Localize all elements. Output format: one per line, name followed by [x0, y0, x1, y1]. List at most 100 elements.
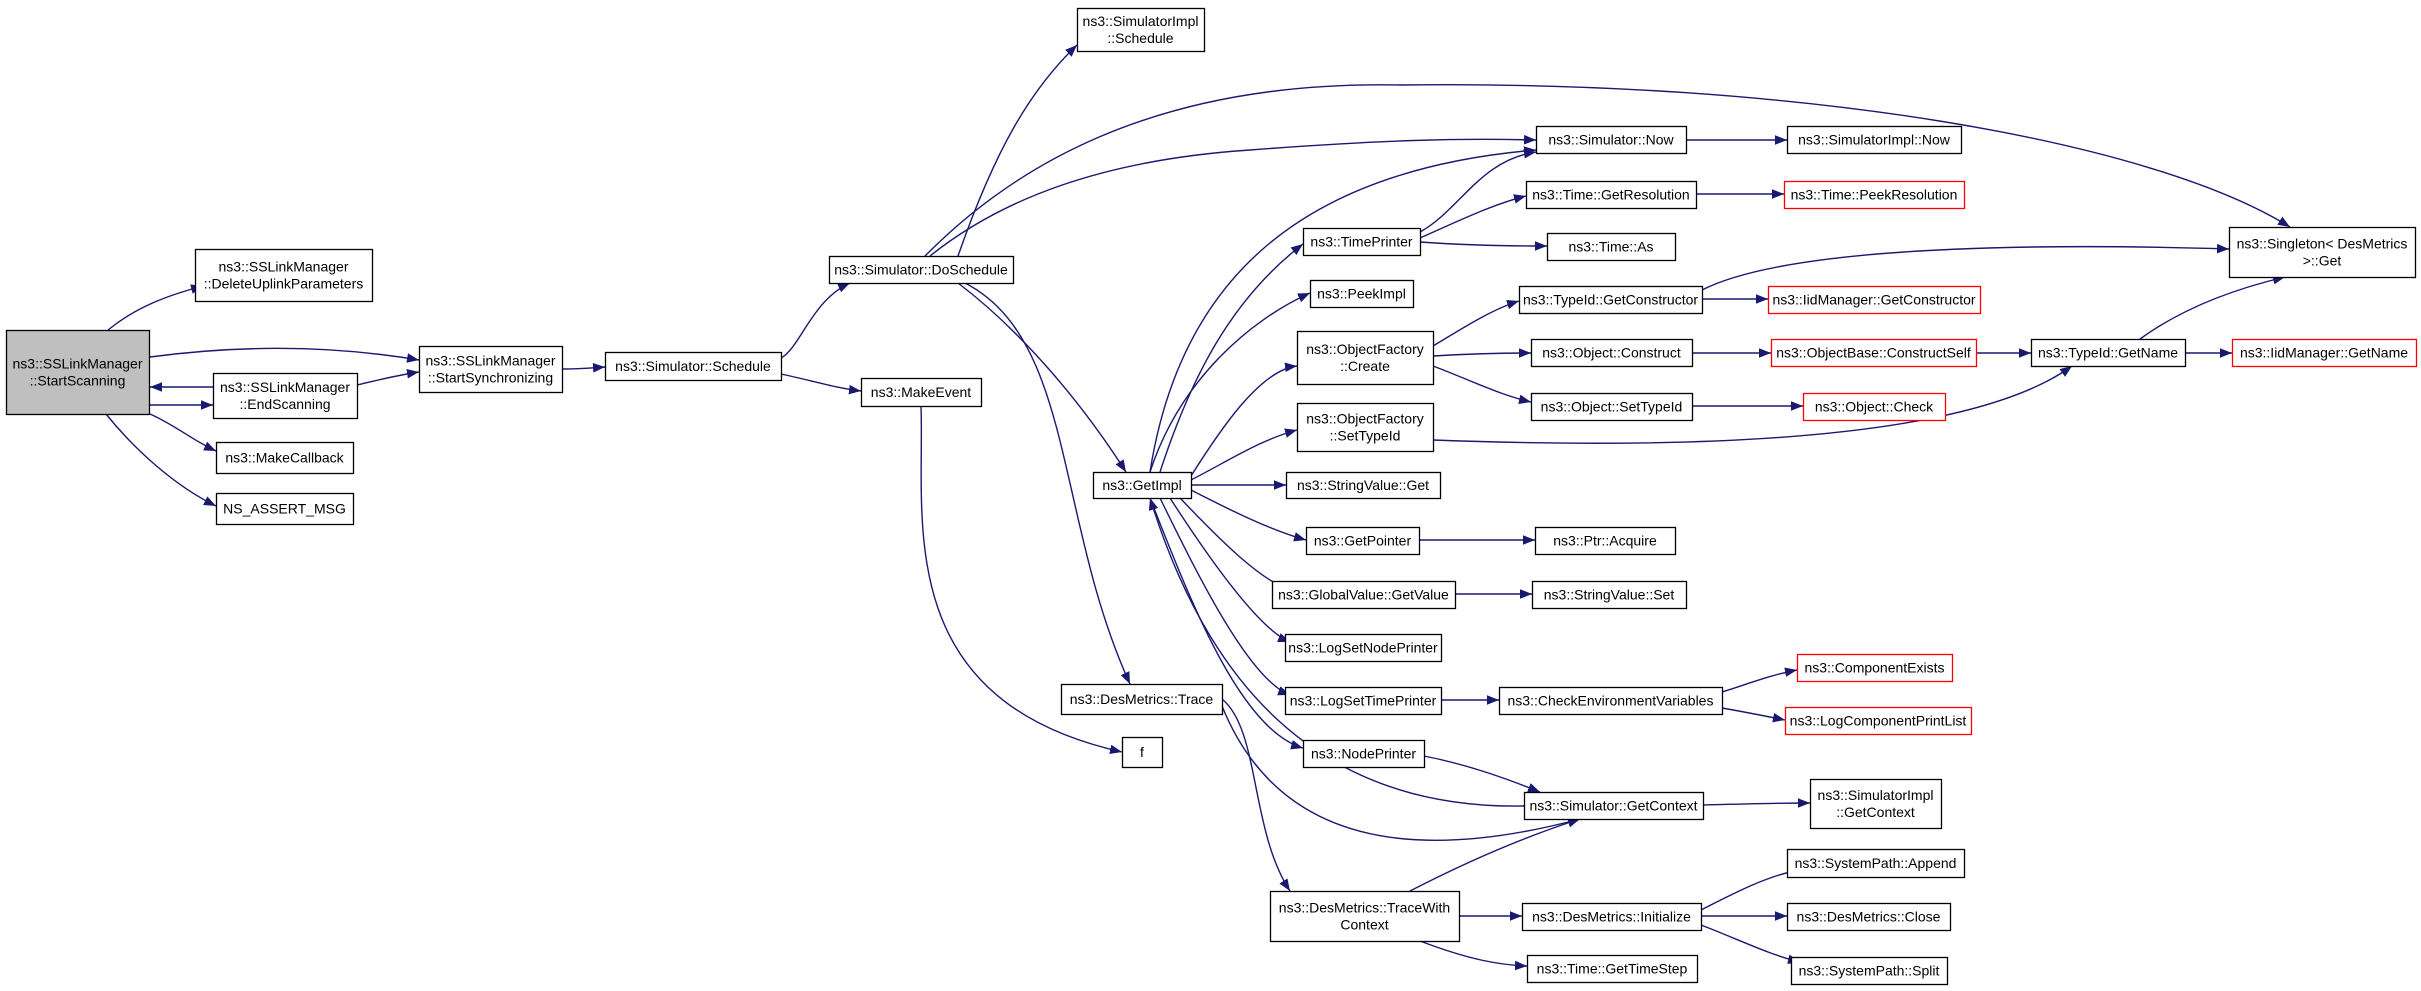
node-stringvalue-get[interactable]: ns3::StringValue::Get — [1285, 471, 1442, 500]
node-log-set-node-printer[interactable]: ns3::LogSetNodePrinter — [1284, 633, 1443, 663]
node-box[interactable] — [1521, 902, 1703, 932]
node-box[interactable] — [1121, 736, 1164, 769]
node-get-impl[interactable]: ns3::GetImpl — [1092, 471, 1193, 500]
node-box[interactable] — [1518, 285, 1704, 315]
node-box[interactable] — [1284, 633, 1443, 663]
node-box[interactable] — [1530, 392, 1694, 422]
node-systempath-append[interactable]: ns3::SystemPath::Append — [1786, 848, 1966, 879]
node-simulator-schedule[interactable]: ns3::Simulator::Schedule — [604, 351, 783, 382]
node-box[interactable] — [1271, 580, 1457, 610]
node-end-scanning[interactable]: ns3::SSLinkManager::EndScanning — [212, 372, 359, 420]
node-iidmanager-get-name[interactable]: ns3::IidManager::GetName — [2231, 338, 2418, 368]
node-box[interactable] — [1526, 954, 1699, 984]
node-time-get-resolution[interactable]: ns3::Time::GetResolution — [1525, 180, 1698, 210]
node-box[interactable] — [418, 345, 564, 394]
node-delete-uplink-params[interactable]: ns3::SSLinkManager::DeleteUplinkParamete… — [194, 248, 374, 303]
node-box[interactable] — [1302, 739, 1426, 769]
node-box[interactable] — [1796, 653, 1954, 683]
node-box[interactable] — [1790, 956, 1949, 986]
node-time-peek-resolution[interactable]: ns3::Time::PeekResolution — [1783, 180, 1966, 210]
node-ptr-acquire[interactable]: ns3::Ptr::Acquire — [1534, 526, 1677, 556]
node-box[interactable] — [1092, 471, 1193, 500]
node-objectfactory-create[interactable]: ns3::ObjectFactory::Create — [1296, 330, 1435, 386]
node-box[interactable] — [1285, 471, 1442, 500]
node-box[interactable] — [1770, 338, 1978, 368]
node-box[interactable] — [1305, 526, 1421, 556]
node-simulator-get-context[interactable]: ns3::Simulator::GetContext — [1523, 791, 1705, 821]
node-box[interactable] — [1498, 686, 1724, 716]
node-box[interactable] — [604, 351, 783, 382]
node-get-pointer[interactable]: ns3::GetPointer — [1305, 526, 1421, 556]
node-desmetrics-trace[interactable]: ns3::DesMetrics::Trace — [1060, 683, 1224, 716]
node-box[interactable] — [828, 255, 1015, 285]
node-typeid-get-constructor[interactable]: ns3::TypeId::GetConstructor — [1518, 285, 1704, 315]
node-singleton-get[interactable]: ns3::Singleton< DesMetrics >::Get — [2228, 226, 2417, 279]
node-box[interactable] — [215, 441, 355, 475]
node-make-event[interactable]: ns3::MakeEvent — [860, 377, 983, 408]
node-desmetrics-initialize[interactable]: ns3::DesMetrics::Initialize — [1521, 902, 1703, 932]
node-object-settypeid[interactable]: ns3::Object::SetTypeId — [1530, 392, 1694, 422]
node-box[interactable] — [1302, 227, 1422, 257]
node-start-synchronizing[interactable]: ns3::SSLinkManager::StartSynchronizing — [418, 345, 564, 394]
node-simimpl-now[interactable]: ns3::SimulatorImpl::Now — [1786, 125, 1963, 155]
node-box[interactable] — [1076, 7, 1206, 53]
node-box[interactable] — [2231, 338, 2418, 368]
node-box[interactable] — [1269, 890, 1461, 943]
node-box[interactable] — [1284, 686, 1443, 716]
node-box[interactable] — [1296, 330, 1435, 386]
node-box[interactable] — [1530, 338, 1694, 368]
node-box[interactable] — [1767, 285, 1982, 315]
node-box[interactable] — [215, 492, 355, 526]
node-f-node[interactable]: f — [1121, 736, 1164, 769]
node-box[interactable] — [1786, 125, 1963, 155]
node-box[interactable] — [1525, 180, 1698, 210]
node-time-get-time-step[interactable]: ns3::Time::GetTimeStep — [1526, 954, 1699, 984]
node-box[interactable] — [860, 377, 983, 408]
node-box[interactable] — [2030, 338, 2187, 368]
node-log-component-print-list[interactable]: ns3::LogComponentPrintList — [1784, 706, 1973, 736]
node-iidmanager-get-constructor[interactable]: ns3::IidManager::GetConstructor — [1767, 285, 1982, 315]
node-simimpl-get-context[interactable]: ns3::SimulatorImpl::GetContext — [1809, 778, 1943, 830]
node-box[interactable] — [2228, 226, 2417, 279]
node-simulator-now[interactable]: ns3::Simulator::Now — [1535, 125, 1688, 155]
node-ns-assert-msg[interactable]: NS_ASSERT_MSG — [215, 492, 355, 526]
node-box[interactable] — [1531, 580, 1688, 610]
node-systempath-split[interactable]: ns3::SystemPath::Split — [1790, 956, 1949, 986]
node-log-set-time-printer[interactable]: ns3::LogSetTimePrinter — [1284, 686, 1443, 716]
node-node-printer[interactable]: ns3::NodePrinter — [1302, 739, 1426, 769]
node-component-exists[interactable]: ns3::ComponentExists — [1796, 653, 1954, 683]
node-box[interactable] — [1802, 392, 1947, 422]
node-box[interactable] — [1060, 683, 1224, 716]
node-box[interactable] — [5, 329, 151, 416]
node-box[interactable] — [194, 248, 374, 303]
node-globalvalue-getvalue[interactable]: ns3::GlobalValue::GetValue — [1271, 580, 1457, 610]
node-ss-start-scanning[interactable]: ns3::SSLinkManager::StartScanning — [5, 329, 151, 416]
node-peek-impl[interactable]: ns3::PeekImpl — [1309, 279, 1415, 309]
node-box[interactable] — [1786, 902, 1952, 932]
node-typeid-get-name[interactable]: ns3::TypeId::GetName — [2030, 338, 2187, 368]
node-box[interactable] — [1783, 180, 1966, 210]
node-check-env-vars[interactable]: ns3::CheckEnvironmentVariables — [1498, 686, 1724, 716]
node-box[interactable] — [1534, 526, 1677, 556]
node-object-construct[interactable]: ns3::Object::Construct — [1530, 338, 1694, 368]
node-desmetrics-close[interactable]: ns3::DesMetrics::Close — [1786, 902, 1952, 932]
node-box[interactable] — [1784, 706, 1973, 736]
node-time-printer[interactable]: ns3::TimePrinter — [1302, 227, 1422, 257]
node-box[interactable] — [1809, 778, 1943, 830]
node-box[interactable] — [1523, 791, 1705, 821]
node-objectfactory-settypeid[interactable]: ns3::ObjectFactory::SetTypeId — [1296, 402, 1435, 453]
node-box[interactable] — [1535, 125, 1688, 155]
node-box[interactable] — [1309, 279, 1415, 309]
node-box[interactable] — [1786, 848, 1966, 879]
node-box[interactable] — [1546, 232, 1677, 262]
node-object-check[interactable]: ns3::Object::Check — [1802, 392, 1947, 422]
node-objectbase-construct-self[interactable]: ns3::ObjectBase::ConstructSelf — [1770, 338, 1978, 368]
node-make-callback[interactable]: ns3::MakeCallback — [215, 441, 355, 475]
node-simimpl-schedule[interactable]: ns3::SimulatorImpl::Schedule — [1076, 7, 1206, 53]
node-box[interactable] — [1296, 402, 1435, 453]
node-time-as[interactable]: ns3::Time::As — [1546, 232, 1677, 262]
node-simulator-doschedule[interactable]: ns3::Simulator::DoSchedule — [828, 255, 1015, 285]
node-stringvalue-set[interactable]: ns3::StringValue::Set — [1531, 580, 1688, 610]
node-box[interactable] — [212, 372, 359, 420]
